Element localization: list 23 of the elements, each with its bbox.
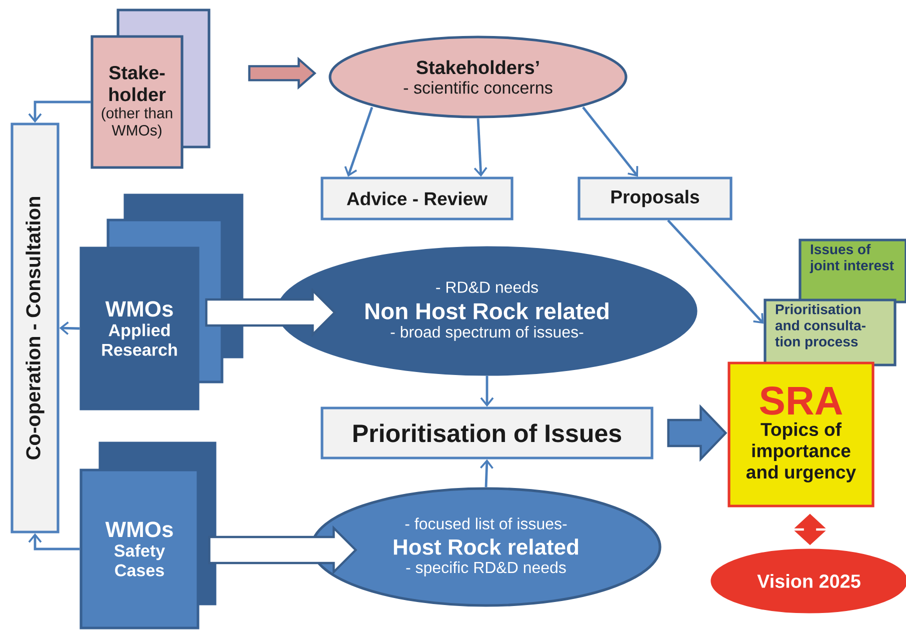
document-stack: WMOs Applied Research	[80, 194, 244, 410]
vertical-box: Co-operation - Consultation	[10, 122, 60, 534]
arrow	[480, 459, 494, 488]
document-stack: WMOs Safety Cases	[80, 442, 216, 630]
arrow	[59, 321, 80, 335]
arrow	[474, 118, 488, 177]
arrow	[28, 100, 91, 123]
process-box: Advice - Review	[320, 176, 514, 220]
sra-box: SRA Topics of importance and urgency	[728, 362, 874, 508]
stacked-card: Prioritisation and consulta- tion process	[764, 298, 896, 366]
arrow	[344, 106, 374, 177]
arrow	[480, 376, 494, 407]
process-box: Prioritisation of Issues	[320, 406, 654, 460]
block-arrow	[667, 404, 728, 462]
stacked-card: Issues of joint interest	[798, 238, 906, 304]
arrow	[582, 106, 638, 177]
document-stack: Stake- holder (other than WMOs)	[90, 8, 210, 169]
block-arrow	[208, 525, 358, 575]
process-box: Proposals	[578, 176, 732, 220]
block-arrow	[205, 288, 336, 338]
block-arrow	[248, 56, 316, 90]
arrow	[28, 533, 80, 550]
arrow	[667, 219, 764, 324]
